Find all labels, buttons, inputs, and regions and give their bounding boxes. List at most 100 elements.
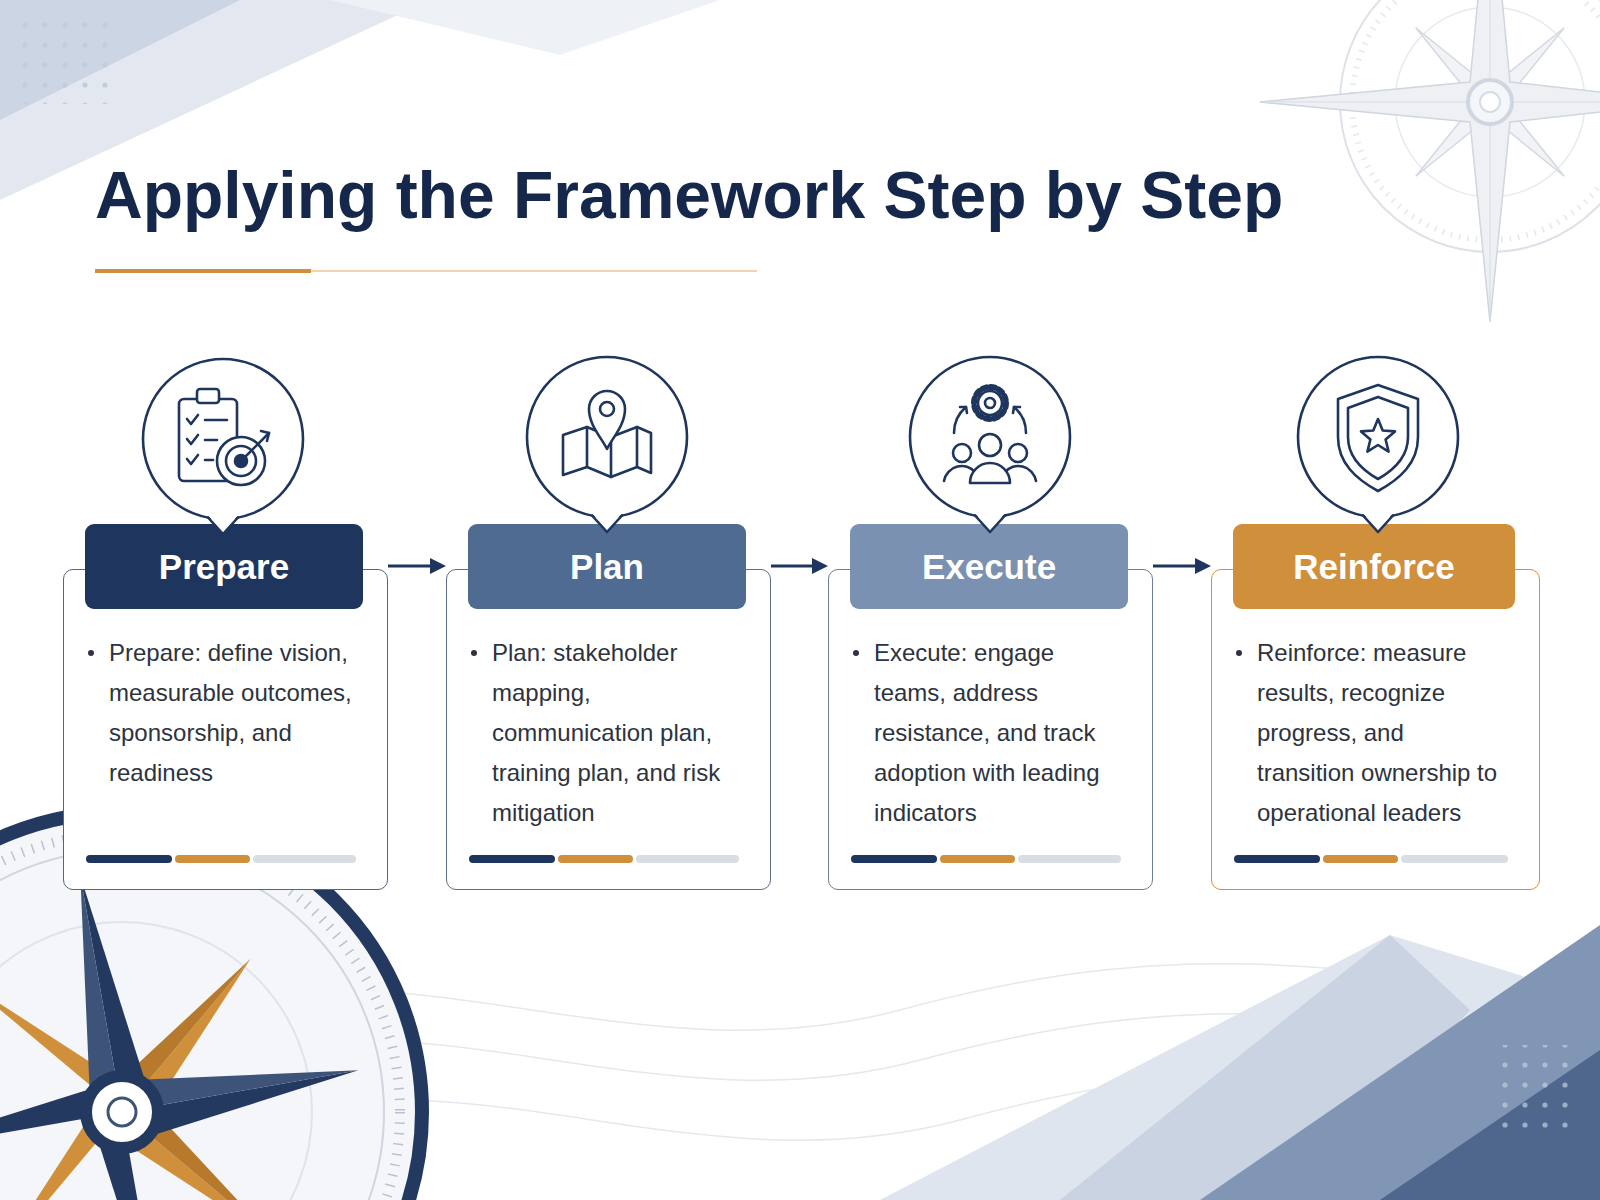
icon-badge xyxy=(960,407,967,413)
icon-badge xyxy=(1361,419,1395,452)
progress-bar xyxy=(1018,855,1121,863)
bullet-item: Prepare: define vision, measurable outco… xyxy=(88,633,353,793)
icon-badge xyxy=(600,402,614,416)
icon-badge xyxy=(261,431,269,441)
icon-badge xyxy=(205,419,227,422)
icon-badge xyxy=(1014,407,1026,433)
progress-bar xyxy=(253,855,356,863)
compass xyxy=(0,850,384,1200)
step-card: PlanPlan: stakeholder mapping, communica… xyxy=(446,524,771,890)
progress-bar xyxy=(940,855,1015,863)
compass xyxy=(108,1098,136,1126)
icon-badge xyxy=(143,359,303,534)
step-tab: Reinforce xyxy=(1233,524,1515,609)
step-tab: Plan xyxy=(468,524,746,609)
icon-badge xyxy=(636,427,639,467)
corner-shapes xyxy=(8,16,108,104)
mountains xyxy=(1200,925,1600,1200)
icon-badge xyxy=(953,444,971,462)
step-body: Plan: stakeholder mapping, communication… xyxy=(471,633,736,833)
bullet-item: Plan: stakeholder mapping, communication… xyxy=(471,633,736,833)
flow-arrow xyxy=(388,558,446,574)
progress-bar xyxy=(558,855,633,863)
icon-badge xyxy=(527,357,687,532)
icon-badge xyxy=(187,415,198,424)
mountains xyxy=(880,925,1600,1200)
faint-compass xyxy=(1480,92,1500,112)
icon-badge xyxy=(187,435,198,444)
progress-bar xyxy=(86,855,172,863)
icon-badge xyxy=(589,391,625,449)
progress-bar xyxy=(851,855,937,863)
progress-bar xyxy=(469,855,555,863)
icon-badge xyxy=(1363,513,1393,532)
step-body: Execute: engage teams, address resistanc… xyxy=(853,633,1118,833)
faint-compass xyxy=(1260,102,1600,103)
step-tab: Prepare xyxy=(85,524,363,609)
arrow-head xyxy=(812,558,828,574)
faint-compass xyxy=(1260,0,1600,322)
step-body: Reinforce: measure results, recognize pr… xyxy=(1236,633,1505,833)
step-description: Reinforce: measure results, recognize pr… xyxy=(1257,633,1505,833)
title-underline xyxy=(95,269,311,273)
icon-badge xyxy=(979,434,1001,456)
compass xyxy=(86,1076,158,1148)
title-underline xyxy=(311,270,757,272)
icon-badge xyxy=(187,455,198,464)
progress-bar xyxy=(636,855,739,863)
icon-badge xyxy=(985,398,995,408)
bullet-dot xyxy=(853,650,859,656)
icon-badge xyxy=(592,513,622,532)
icon-badge xyxy=(1338,385,1418,491)
icon-badge xyxy=(978,391,1002,415)
icon-badge xyxy=(208,518,238,535)
corner-shapes xyxy=(0,0,240,120)
icon-badge xyxy=(975,513,1005,532)
step-heading: Plan xyxy=(570,547,644,587)
step-heading: Execute xyxy=(922,547,1056,587)
progress-bar xyxy=(1401,855,1508,863)
arrow-line xyxy=(771,565,814,568)
icon-badge xyxy=(527,357,687,517)
flow-arrow xyxy=(1153,558,1211,574)
bullet-dot xyxy=(1236,650,1242,656)
step-description: Plan: stakeholder mapping, communication… xyxy=(492,633,736,833)
arrow-head xyxy=(1195,558,1211,574)
icon-badge xyxy=(1298,357,1458,532)
step-card: ExecuteExecute: engage teams, address re… xyxy=(828,524,1153,890)
mountains xyxy=(1490,1045,1580,1140)
bullet-dot xyxy=(88,650,94,656)
diagram-title: Applying the Framework Step by Step xyxy=(95,162,1283,228)
step-description: Execute: engage teams, address resistanc… xyxy=(874,633,1118,833)
compass xyxy=(0,922,312,1200)
icon-badge xyxy=(197,389,219,403)
corner-shapes xyxy=(330,0,720,55)
arrow-head xyxy=(430,558,446,574)
step-heading: Reinforce xyxy=(1293,547,1454,587)
icon-badge xyxy=(1348,397,1408,479)
icon-badge xyxy=(910,357,1070,532)
step-tab: Execute xyxy=(850,524,1128,609)
step-body: Prepare: define vision, measurable outco… xyxy=(88,633,353,793)
step-heading: Prepare xyxy=(159,547,289,587)
icon-badge xyxy=(205,439,217,442)
icon-badge xyxy=(208,515,238,534)
icon-badge xyxy=(592,516,622,533)
title-underline xyxy=(95,271,757,272)
icon-badge xyxy=(205,459,213,462)
arrow-line xyxy=(388,565,432,568)
step-description: Prepare: define vision, measurable outco… xyxy=(109,633,353,793)
icon-badge xyxy=(954,407,966,433)
icon-badge xyxy=(975,516,1005,533)
icon-badge xyxy=(1009,444,1027,462)
icon-badge xyxy=(143,359,303,519)
arrow-line xyxy=(1153,565,1197,568)
icon-badge xyxy=(910,357,1070,517)
icon-badge xyxy=(1298,357,1458,517)
bullet-dot xyxy=(471,650,477,656)
bullet-item: Execute: engage teams, address resistanc… xyxy=(853,633,1118,833)
flow-arrow xyxy=(771,558,828,574)
step-card: PreparePrepare: define vision, measurabl… xyxy=(63,524,388,890)
